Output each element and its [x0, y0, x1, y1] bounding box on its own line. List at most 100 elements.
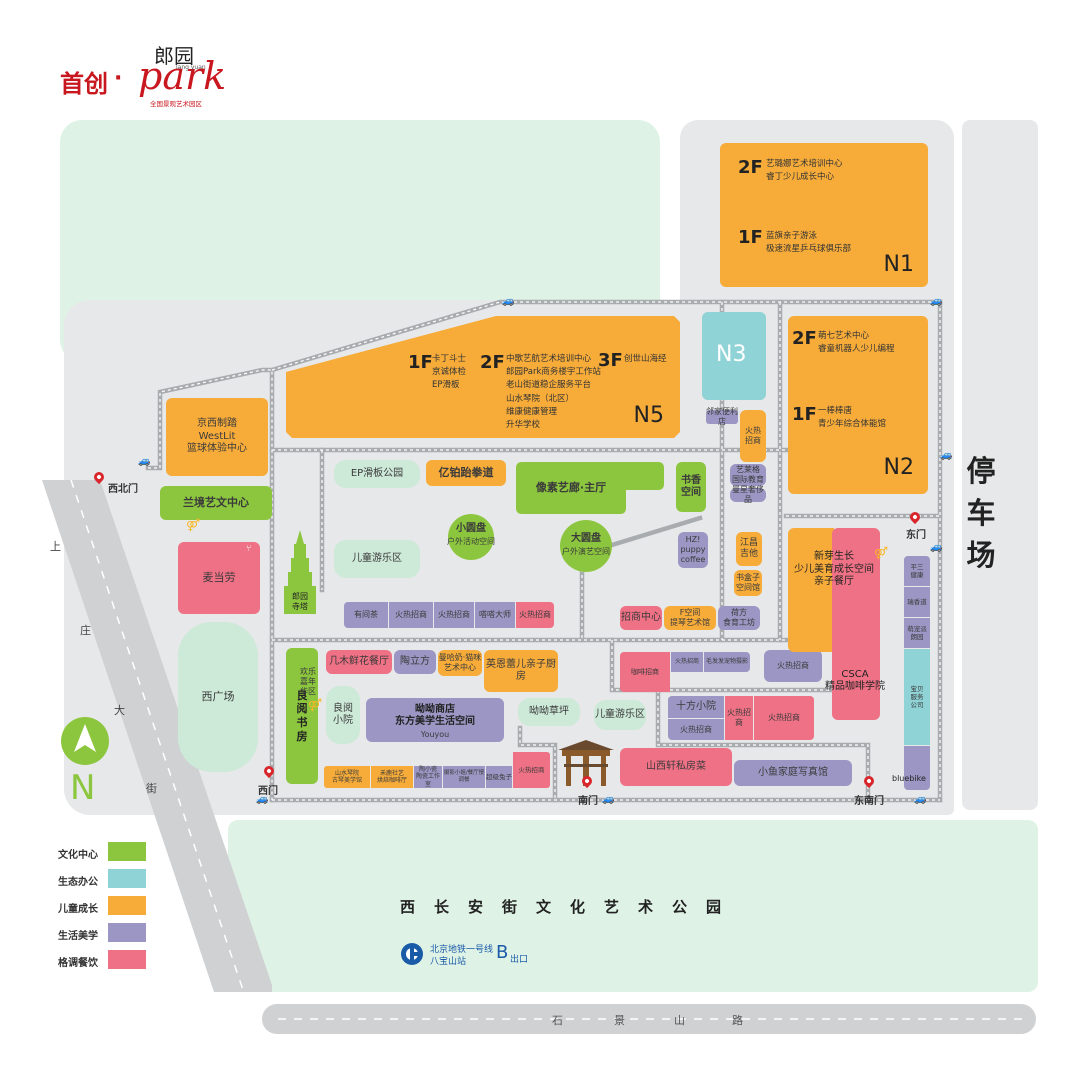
jimu-flower-restaurant[interactable]: 几木鲜花餐厅 — [326, 650, 392, 674]
pet-langyuan[interactable]: 萌宠派 朗园 — [904, 618, 930, 648]
street-west-4: 街 — [146, 782, 157, 795]
car-icon: 🚙 — [930, 542, 943, 553]
shuxiang-space[interactable]: 书香 空间 — [676, 462, 706, 512]
xinya-csca-complex[interactable]: 新芽生长 少儿美育成长空间 亲子餐厅 CSCA 精品咖啡学院 — [788, 528, 885, 720]
shop-youjiancha[interactable]: 有间茶 — [344, 602, 388, 628]
manxing-luxury[interactable]: 曼星奢侈品 — [730, 485, 766, 504]
youyou-store[interactable]: 呦呦商店 东方美学生活空间 Youyou — [366, 698, 504, 742]
right-hot-shop[interactable]: 火热招商 — [764, 650, 822, 682]
youjia-store[interactable]: 邻家便利店 — [706, 407, 738, 426]
xiangsu-gallery[interactable]: 像素艺廊·主厅 — [516, 462, 664, 514]
shanxi-private-kitchen[interactable]: 山西轩私房菜 — [620, 748, 732, 786]
small-round-sub: 户外活动空间 — [447, 537, 495, 546]
n2-id: N2 — [883, 455, 914, 480]
restroom-icon: ⚤ — [874, 546, 889, 560]
building-n5[interactable]: 1F 卡丁斗士 京诚体检 EP滑板 2F 中歌艺航艺术培训中心 郎园Park商务… — [286, 316, 680, 438]
big-round-stage[interactable]: 大圆盘 户外演艺空间 — [560, 520, 612, 572]
small-round-stage[interactable]: 小圆盘 户外活动空间 — [447, 514, 495, 560]
metro-exit: 出口 — [510, 955, 529, 965]
n5-1f-tenants: 卡丁斗士 京诚体检 EP滑板 — [432, 354, 467, 391]
gate-west[interactable]: 西门 — [258, 786, 278, 797]
cat-art-center[interactable]: 曼哈奶·猫咪 艺术中心 — [438, 650, 482, 676]
mid-hot-shop[interactable]: 火热招商 — [671, 652, 703, 672]
yiming-taekwondo[interactable]: 亿铂跆拳道 — [426, 460, 506, 486]
shop-dada[interactable]: 嗒嗒大师 — [475, 602, 515, 628]
sheying-xiaojie[interactable]: 摄影小姐/餐厅慢调餐 — [443, 766, 485, 788]
baby-service[interactable]: 宝贝 服务 公司 — [904, 649, 930, 745]
helu-cafe[interactable]: 禾鹿社艺 烘焙咖啡厅 — [371, 766, 413, 788]
metro-info: 北京地铁一号线 八宝山站 B 出口 — [400, 940, 560, 970]
lanjing-art-center[interactable]: 兰境艺文中心 — [160, 486, 272, 520]
super-rabbit[interactable]: 超级兔子 — [486, 766, 512, 788]
n1-id: N1 — [883, 252, 914, 277]
building-n3[interactable]: N3 — [702, 312, 766, 400]
car-icon: 🚙 — [940, 450, 953, 461]
n2-1f-label: 1F — [792, 404, 817, 425]
liangyue-courtyard: 良阅 小院 — [326, 686, 360, 744]
gate-southeast[interactable]: 东南门 — [854, 796, 884, 807]
shuhe-space[interactable]: 书盒子 空间馆 — [734, 570, 762, 596]
logo-dot: · — [114, 66, 123, 91]
shifang-courtyard[interactable]: 十方小院 — [668, 696, 724, 718]
shifang-hot-2[interactable]: 火热招商 — [725, 696, 753, 740]
coffee-investment[interactable]: 咖啡招商 — [620, 652, 670, 692]
west-square: 西广场 — [178, 622, 258, 772]
n2-1f-tenants: 一棒棒唐 青少年综合体能馆 — [818, 406, 887, 430]
parking-label: 停 车 场 — [966, 454, 996, 573]
logo-shouchuang: 首创 — [60, 70, 108, 98]
ep-skate-park: EP滑板公园 — [334, 460, 420, 488]
shifang-hot-3[interactable]: 火热招商 — [754, 696, 814, 740]
legend-label: 儿童成长 — [58, 904, 98, 915]
yilaige-edu[interactable]: 艺莱格 国际教育 — [730, 464, 766, 486]
mcdonalds[interactable]: 麦当劳 — [178, 542, 260, 614]
metro-icon — [401, 943, 423, 965]
f-space-violin[interactable]: F空间 提琴艺术馆 — [664, 606, 716, 630]
shop-hot-3[interactable]: 火热招商 — [516, 602, 554, 628]
gate-south[interactable]: 南门 — [578, 796, 598, 807]
hz-puppy-coffee[interactable]: HZ! puppy coffee — [678, 532, 708, 568]
xinya-label: 新芽生长 少儿美育成长空间 亲子餐厅 — [794, 551, 874, 588]
liangyue-bookstore[interactable]: 良 阅 书 房 — [286, 648, 318, 784]
gate-east[interactable]: 东门 — [906, 530, 926, 541]
shanshui-guqin[interactable]: 山水琴院 古琴美学馆 — [324, 766, 370, 788]
n5-id: N5 — [633, 403, 664, 428]
legend-swatch — [108, 869, 146, 888]
legend-swatch — [108, 896, 146, 915]
building-n1[interactable]: 2F 艺璐娜艺术培训中心 睿丁少儿成长中心 1F 蓝旗亲子游泳 极速流星乒乓球俱… — [720, 143, 928, 287]
gate-northwest[interactable]: 西北门 — [108, 484, 138, 495]
taolifang[interactable]: 陶立方 — [394, 650, 436, 674]
parking-lot — [962, 120, 1038, 810]
car-icon: 🚙 — [914, 794, 927, 805]
pagoda-label: 郎园 寺塔 — [292, 592, 308, 611]
shop-hot-2[interactable]: 火热招商 — [434, 602, 474, 628]
south-gate-arch-icon — [558, 740, 614, 786]
kids-play-area: 儿童游乐区 — [334, 540, 420, 578]
shifang-hot-1[interactable]: 火热招商 — [668, 719, 724, 740]
logo-pinyin: lang yuan — [176, 64, 206, 71]
yingerlei-kitchen[interactable]: 英恩蕾儿亲子厨房 — [484, 650, 558, 692]
restroom-icon: ⚤ — [308, 698, 323, 712]
investment-center[interactable]: 招商中心 — [620, 606, 662, 630]
building-n2[interactable]: 2F 萌七艺术中心 睿童机器人少儿编程 1F 一棒棒唐 青少年综合体能馆 N2 — [788, 316, 928, 494]
south-hot-shop[interactable]: 火热招商 — [513, 752, 550, 788]
legend: 文化中心 生态办公 儿童成长 生活美学 格调餐饮 — [58, 840, 158, 970]
south-park-area — [228, 820, 1038, 992]
taoxiaoci[interactable]: 陶小瓷 陶瓷工作室 — [414, 765, 442, 788]
street-west-2: 庄 — [80, 624, 91, 637]
westlit[interactable]: 京西制踏 WestLit 篮球体验中心 — [166, 398, 268, 476]
hefang-food-workshop[interactable]: 荷方 食育工坊 — [718, 606, 760, 630]
youyou-sub: Youyou — [420, 730, 450, 739]
metro-exit-letter: B — [496, 942, 509, 963]
street-west-3: 大 — [114, 704, 125, 717]
kids-play-area-2: 儿童游乐区 — [594, 700, 646, 730]
ruixiang-dao[interactable]: 瑞香道 — [904, 587, 930, 617]
shop-hot-1[interactable]: 火热招商 — [389, 602, 433, 628]
pet-photo[interactable]: 毛发发宠物摄影 — [704, 652, 750, 672]
jiangchang-guitar[interactable]: 江昌 吉他 — [736, 532, 762, 566]
ping-san-health[interactable]: 平三 健康 — [904, 556, 930, 586]
hot-vertical[interactable]: 火热 招商 — [740, 410, 766, 462]
xiaoyu-photo-studio[interactable]: 小鱼家庭写真馆 — [734, 760, 852, 786]
